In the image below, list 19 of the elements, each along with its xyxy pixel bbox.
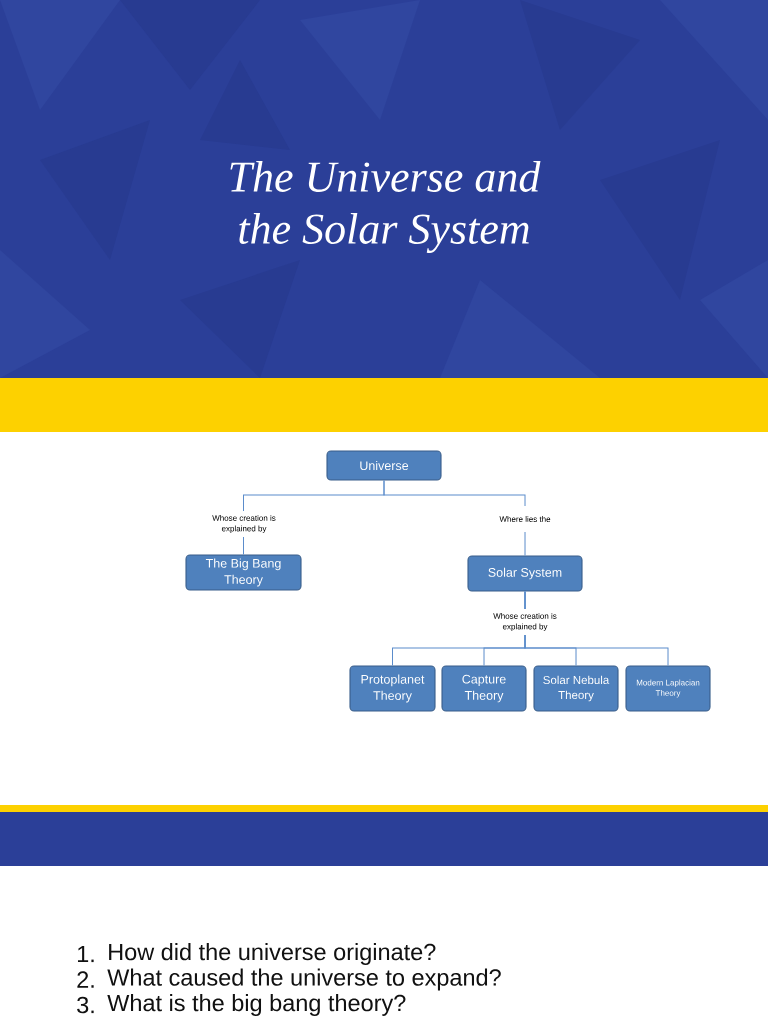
concept-box: Solar System xyxy=(467,555,583,592)
concept-box: Capture Theory xyxy=(441,665,527,712)
edge-label: Whose creation is explained by xyxy=(493,613,557,631)
concept-box: Modern Laplacian Theory xyxy=(625,665,711,712)
question-text: How did the universe originate? xyxy=(109,943,436,965)
edge-label: Whose creation is explained by xyxy=(212,515,276,533)
list-number: 2. xyxy=(77,971,94,988)
concept-box: The Big Bang Theory xyxy=(185,554,302,591)
question-text: What is the big bang theory? xyxy=(107,994,406,1016)
concept-box: Solar Nebula Theory xyxy=(533,665,619,712)
list-number: 3. xyxy=(77,996,94,1014)
list-number: 1. xyxy=(78,945,94,963)
connector-line xyxy=(524,591,669,666)
slide-title: The Universe and the Solar System xyxy=(230,161,541,253)
question-text: What caused the universe to expand? xyxy=(107,968,501,991)
connector-line xyxy=(383,480,526,556)
edge-label: Where lies the xyxy=(499,516,551,522)
concept-box: Protoplanet Theory xyxy=(349,665,436,712)
concept-box: Universe xyxy=(326,450,442,481)
